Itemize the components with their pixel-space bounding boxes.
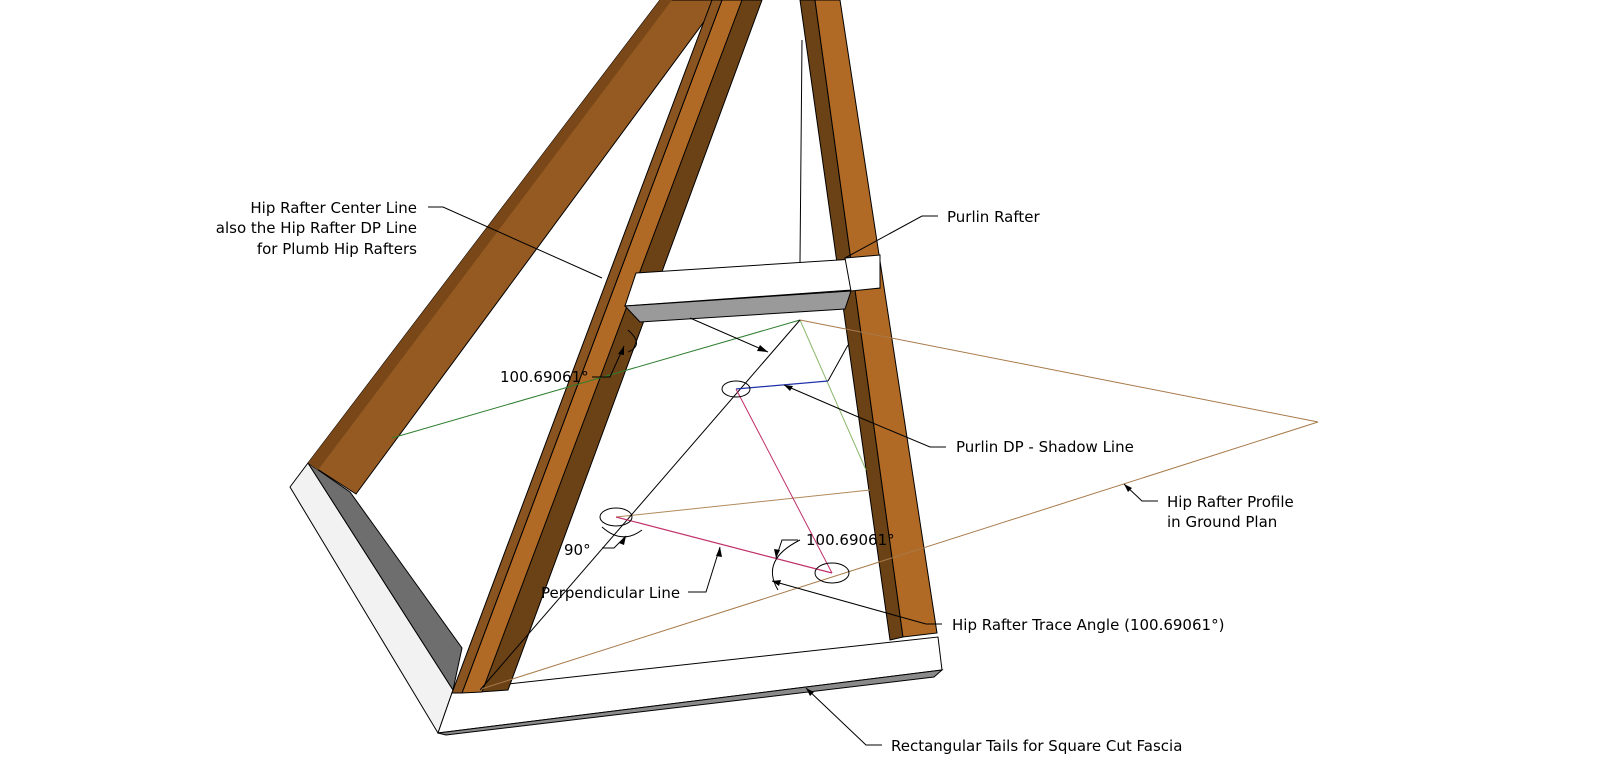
leader-purlin-dp xyxy=(783,384,946,448)
arrow-angle-left xyxy=(618,346,624,355)
left-common-rafter-edge xyxy=(308,0,672,470)
leader-hip-center xyxy=(428,206,603,279)
hip-center-line xyxy=(479,319,801,691)
label-angle-90: 90° xyxy=(564,541,591,559)
purlin-dp-shadow-line xyxy=(735,380,829,390)
label-hip-profile-2: in Ground Plan xyxy=(1167,513,1277,531)
angle-arc-90 xyxy=(601,526,643,538)
arrow-trace-angle xyxy=(772,580,781,586)
bottom-fascia-underside xyxy=(437,669,944,736)
upper-point-marker xyxy=(721,380,751,398)
label-perpendicular: Perpendicular Line xyxy=(541,584,680,602)
label-hip-profile-1: Hip Rafter Profile xyxy=(1167,493,1294,511)
purlin-rafter-end xyxy=(844,254,881,292)
label-hip-center-line-1: Hip Rafter Center Line xyxy=(250,199,417,217)
label-rect-tails: Rectangular Tails for Square Cut Fascia xyxy=(891,737,1182,755)
arrow-angle-90 xyxy=(619,536,626,545)
label-trace-angle: Hip Rafter Trace Angle (100.69061°) xyxy=(952,616,1224,634)
vertical-plumb-line xyxy=(799,39,803,263)
perpendicular-line xyxy=(615,516,833,574)
leader-hip-center-ext xyxy=(689,317,769,353)
arrow-perpendicular xyxy=(716,547,722,557)
pink-trace-line-1 xyxy=(735,388,833,574)
angle-arc-right xyxy=(771,539,801,591)
leader-angle-left xyxy=(592,345,625,378)
label-purlin-dp: Purlin DP - Shadow Line xyxy=(956,438,1134,456)
light-green-line xyxy=(799,319,867,471)
arrow-rect-tails xyxy=(806,688,814,696)
hip-profile-line-bottom xyxy=(477,421,1319,691)
label-angle-left: 100.69061° xyxy=(500,368,589,386)
label-angle-right: 100.69061° xyxy=(806,531,895,549)
arrow-angle-right xyxy=(774,549,780,558)
purlin-rafter-underside xyxy=(623,290,852,323)
short-connector xyxy=(827,344,849,382)
left-point-marker xyxy=(599,507,633,527)
green-construction-line xyxy=(391,319,801,439)
arrow-hip-profile xyxy=(1124,484,1132,492)
hip-profile-line-top xyxy=(799,319,1319,423)
hip-rafter-side-face xyxy=(451,0,723,694)
label-purlin-rafter: Purlin Rafter xyxy=(947,208,1040,226)
label-hip-center-line-2: also the Hip Rafter DP Line xyxy=(216,219,417,237)
left-fascia-board xyxy=(289,462,454,735)
leader-perpendicular xyxy=(688,546,721,593)
arrow-purlin-dp xyxy=(784,385,793,391)
leader-purlin-rafter xyxy=(844,215,938,259)
tan-connector-line xyxy=(615,489,871,518)
right-point-marker xyxy=(814,562,850,584)
label-hip-center-line-3: for Plumb Hip Rafters xyxy=(257,240,417,258)
leader-rect-tails xyxy=(805,687,882,746)
angle-arc-left xyxy=(627,329,637,353)
left-fascia-shadow-face xyxy=(307,462,463,692)
right-rafter-front xyxy=(814,0,938,638)
leader-trace-angle xyxy=(771,580,942,625)
arrow-hip-center xyxy=(757,345,768,352)
